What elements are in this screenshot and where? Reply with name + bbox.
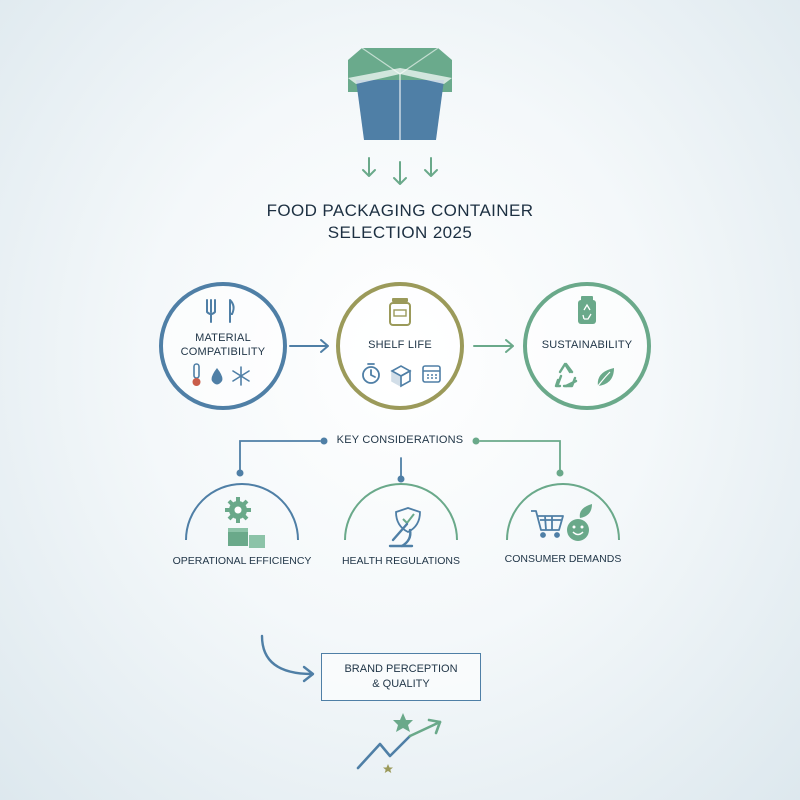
trend-up-icon xyxy=(356,718,442,770)
flow-arrow-2 xyxy=(473,339,514,353)
title-line-1: FOOD PACKAGING CONTAINER xyxy=(266,201,534,220)
arc-consumer xyxy=(506,483,620,541)
fork-knife-icon xyxy=(206,299,235,323)
consideration-label-health: HEALTH REGULATIONS xyxy=(341,555,461,567)
timer-icon xyxy=(362,363,380,384)
star-icon xyxy=(393,713,413,732)
consideration-label-consumer: CONSUMER DEMANDS xyxy=(504,553,622,565)
stage-circle-shelf-life xyxy=(336,282,464,410)
food-container-icon xyxy=(348,47,452,140)
consideration-label-operational: OPERATIONAL EFFICIENCY xyxy=(172,555,312,567)
water-drop-icon xyxy=(211,368,223,385)
stage-circle-material xyxy=(159,282,287,410)
brand-arrow xyxy=(260,634,315,683)
down-arrows-icon xyxy=(362,157,438,185)
recycle-icon xyxy=(554,362,578,388)
smiley-leaf-icon xyxy=(567,504,592,541)
small-star-icon xyxy=(383,764,393,773)
shopping-cart-icon xyxy=(531,510,564,538)
stage-circle-sustainability xyxy=(523,282,651,410)
shield-icon xyxy=(395,507,421,534)
arc-operational xyxy=(185,483,299,541)
brand-line-2: & QUALITY xyxy=(372,678,430,690)
material-label-line-1: MATERIAL xyxy=(195,332,251,344)
recycle-bag-icon xyxy=(578,296,596,324)
title-line-2: SELECTION 2025 xyxy=(327,223,473,242)
consideration-branches xyxy=(239,440,561,477)
stage-label-material: MATERIAL COMPATIBILITY xyxy=(163,331,283,359)
jar-icon xyxy=(389,298,411,326)
snowflake-icon xyxy=(232,366,250,386)
stage-label-sustainability: SUSTAINABILITY xyxy=(541,339,633,351)
boxes-icon xyxy=(228,528,265,548)
flow-arrow-1 xyxy=(289,339,329,353)
gear-icon xyxy=(225,497,251,523)
microscope-icon xyxy=(388,522,414,548)
key-considerations-label: KEY CONSIDERATIONS xyxy=(336,434,464,446)
page-title: FOOD PACKAGING CONTAINER SELECTION 2025 xyxy=(0,200,800,244)
arc-health xyxy=(344,483,458,541)
stage-label-shelf-life: SHELF LIFE xyxy=(368,339,432,351)
brand-line-1: BRAND PERCEPTION xyxy=(344,663,458,675)
thermometer-icon xyxy=(192,363,201,386)
material-label-line-2: COMPATIBILITY xyxy=(180,346,266,358)
leaf-icon xyxy=(597,368,614,387)
calendar-icon xyxy=(422,365,441,383)
box-icon xyxy=(390,365,412,388)
brand-perception-box: BRAND PERCEPTION & QUALITY xyxy=(321,653,481,701)
